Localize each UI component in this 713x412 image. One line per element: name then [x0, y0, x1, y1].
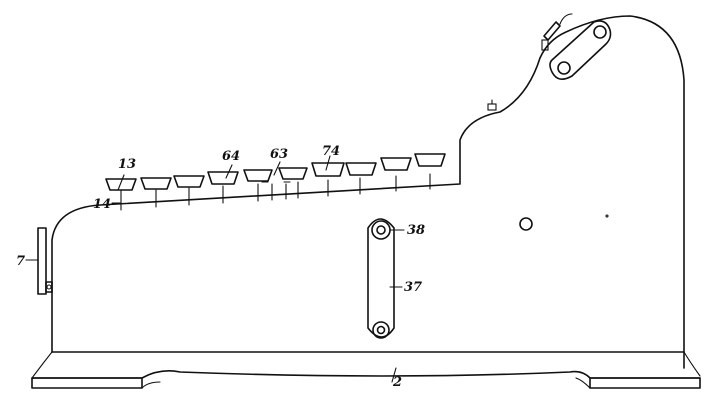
base-foot [31, 370, 701, 389]
key-cap [243, 169, 273, 182]
key-cap [311, 162, 345, 177]
top-latch [541, 13, 573, 51]
key-cap [140, 177, 172, 190]
key-row [105, 153, 446, 211]
key-cap [345, 162, 377, 176]
label-7: 7 [16, 254, 25, 269]
side-hole [519, 217, 533, 231]
label-13: 13 [118, 157, 136, 172]
label-14: 14 [93, 197, 111, 212]
key-cap [207, 171, 239, 185]
label-74: 74 [322, 144, 340, 159]
base-band-front [31, 351, 53, 379]
key-cap [173, 175, 205, 188]
machine-housing-outline [51, 15, 685, 369]
key-cap [278, 167, 308, 180]
label-37: 37 [404, 280, 422, 295]
key-cap [380, 157, 412, 171]
side-stud [487, 99, 497, 111]
label-2: 2 [392, 375, 402, 390]
label-38: 38 [407, 223, 425, 238]
key-cap [414, 153, 446, 167]
key-cap [105, 178, 137, 191]
upper-crank [549, 20, 612, 80]
side-dot [605, 214, 609, 218]
front-lever [37, 227, 53, 295]
crank-link [367, 218, 395, 339]
leader-lines [25, 155, 405, 383]
label-63: 63 [270, 147, 288, 162]
base-band-rear [683, 351, 701, 377]
label-64: 64 [222, 149, 240, 164]
